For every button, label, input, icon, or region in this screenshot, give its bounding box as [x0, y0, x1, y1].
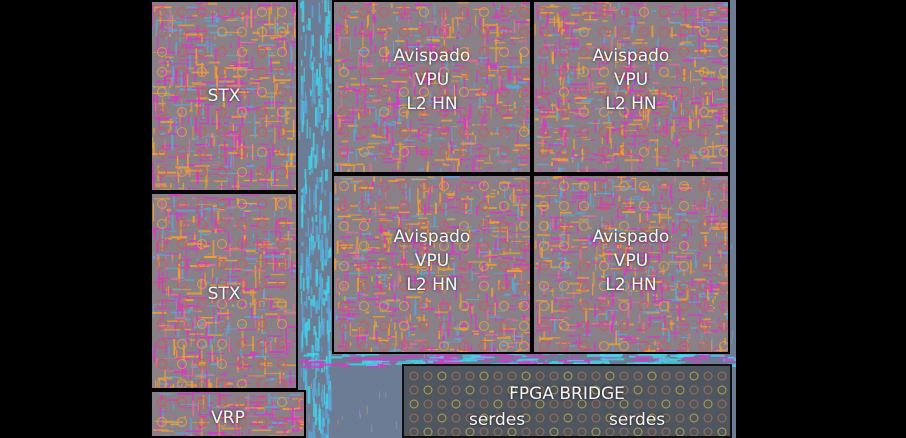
core-label: Avispado VPU L2 HN [534, 44, 728, 116]
avispado-core-block-3: Avispado VPU L2 HN [332, 174, 532, 354]
core-label: Avispado VPU L2 HN [534, 225, 728, 297]
core-label-line: L2 HN [605, 93, 657, 114]
core-label-line: Avispado [393, 227, 471, 248]
core-label: Avispado VPU L2 HN [334, 225, 530, 297]
core-label-line: Avispado [393, 45, 471, 66]
core-label-line: VPU [414, 69, 450, 90]
core-label-line: Avispado [592, 45, 670, 66]
avispado-core-block-1: Avispado VPU L2 HN [332, 0, 532, 174]
fpga-bridge-block: FPGA BRIDGE serdes serdes [402, 364, 732, 438]
core-label-line: L2 HN [605, 275, 657, 296]
stx-block-bottom: STX [150, 192, 298, 390]
core-label-line: VPU [613, 69, 649, 90]
core-label-line: Avispado [592, 227, 670, 248]
core-label-line: VPU [613, 251, 649, 272]
core-label-line: L2 HN [406, 93, 458, 114]
avispado-core-block-4: Avispado VPU L2 HN [532, 174, 730, 354]
avispado-core-block-2: Avispado VPU L2 HN [532, 0, 730, 174]
vrp-block: VRP [150, 390, 306, 438]
core-label-line: VPU [414, 251, 450, 272]
core-label-line: L2 HN [406, 275, 458, 296]
stx-block-top: STX [150, 0, 298, 192]
core-label: Avispado VPU L2 HN [334, 44, 530, 116]
